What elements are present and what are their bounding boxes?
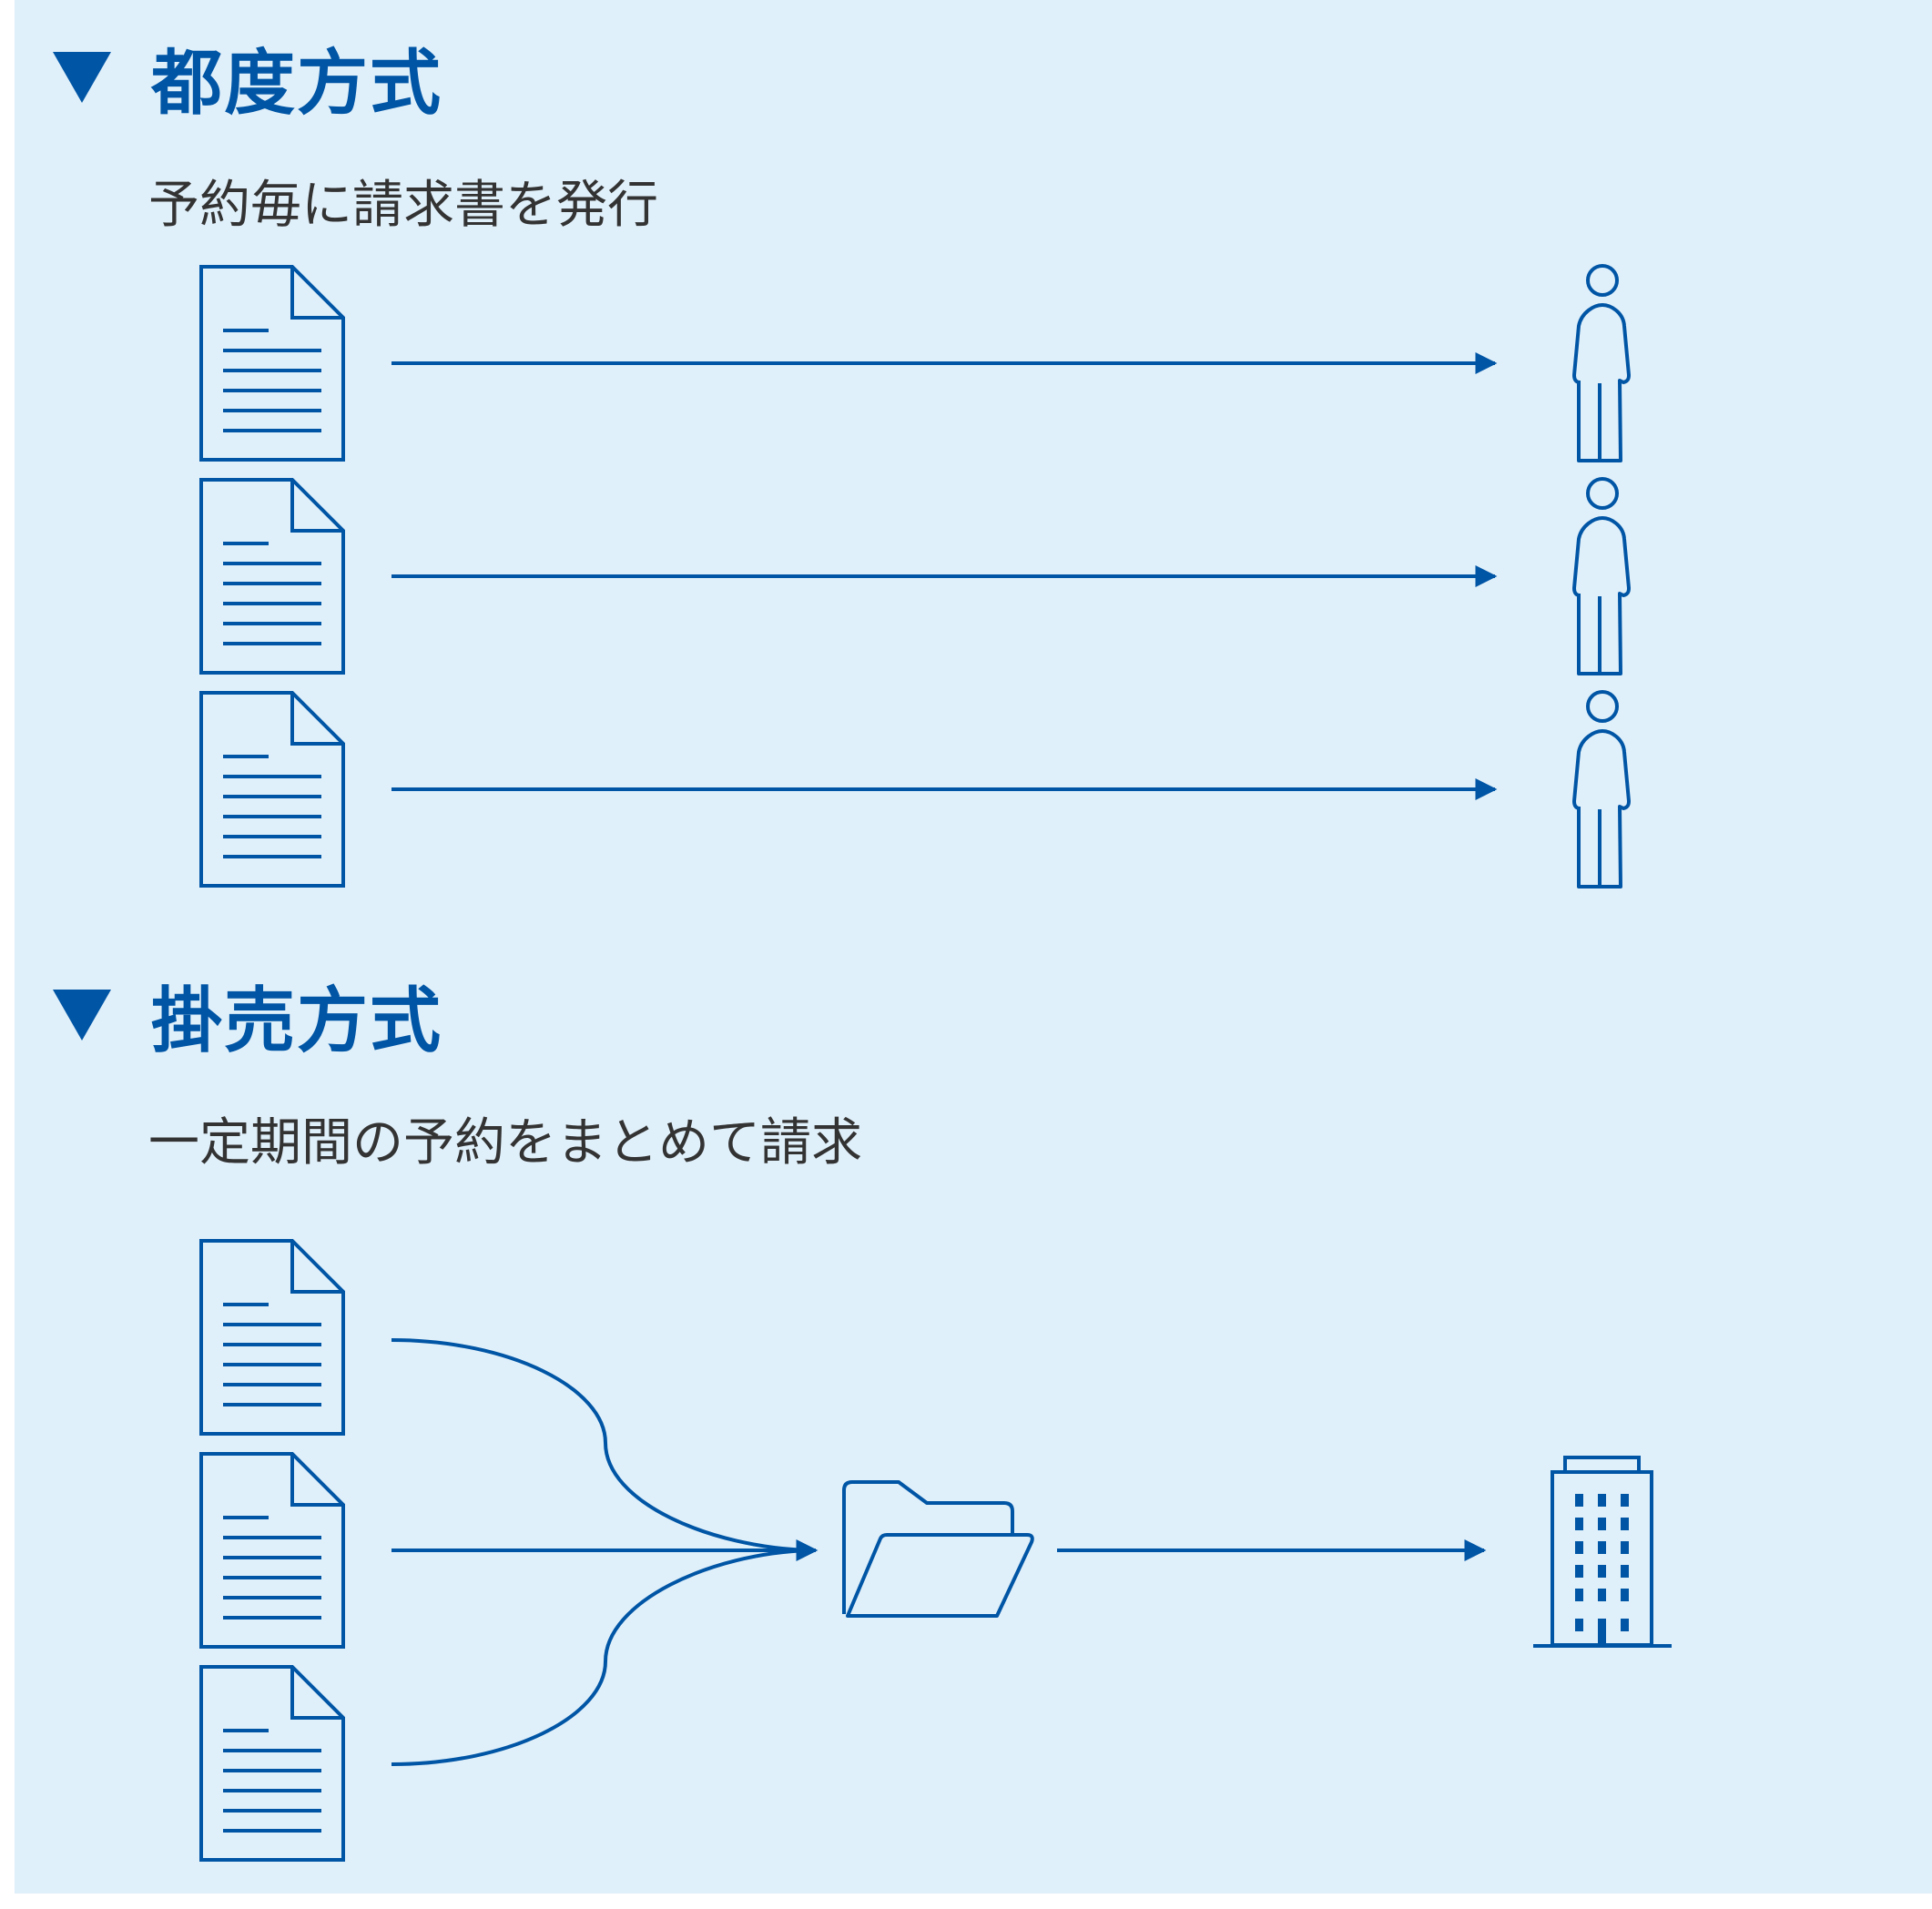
- document-icon: [199, 265, 345, 462]
- section-heading-per-booking: 都度方式: [53, 27, 442, 127]
- document-icon: [199, 1452, 345, 1649]
- person-icon: [1572, 477, 1631, 675]
- section-subtitle: 予約毎に請求書を発行: [148, 176, 658, 235]
- merge-curve: [391, 1338, 811, 1552]
- document-icon: [199, 1239, 345, 1436]
- document-icon: [199, 478, 345, 675]
- triangle-down-icon: [53, 990, 111, 1041]
- document-icon: [199, 1665, 345, 1862]
- triangle-down-icon: [53, 52, 111, 103]
- person-icon: [1572, 690, 1631, 888]
- section-subtitle: 一定期間の予約をまとめて請求: [148, 1113, 862, 1173]
- section-heading-credit-sale: 掛売方式: [53, 965, 442, 1065]
- document-icon: [199, 691, 345, 888]
- section-title: 掛売方式: [151, 980, 443, 1062]
- section-title: 都度方式: [151, 43, 443, 125]
- building-icon: [1533, 1456, 1672, 1648]
- person-icon: [1572, 264, 1631, 462]
- merge-curve: [391, 1549, 811, 1766]
- diagram-panel: [15, 0, 1932, 1894]
- folder-icon: [842, 1480, 1034, 1618]
